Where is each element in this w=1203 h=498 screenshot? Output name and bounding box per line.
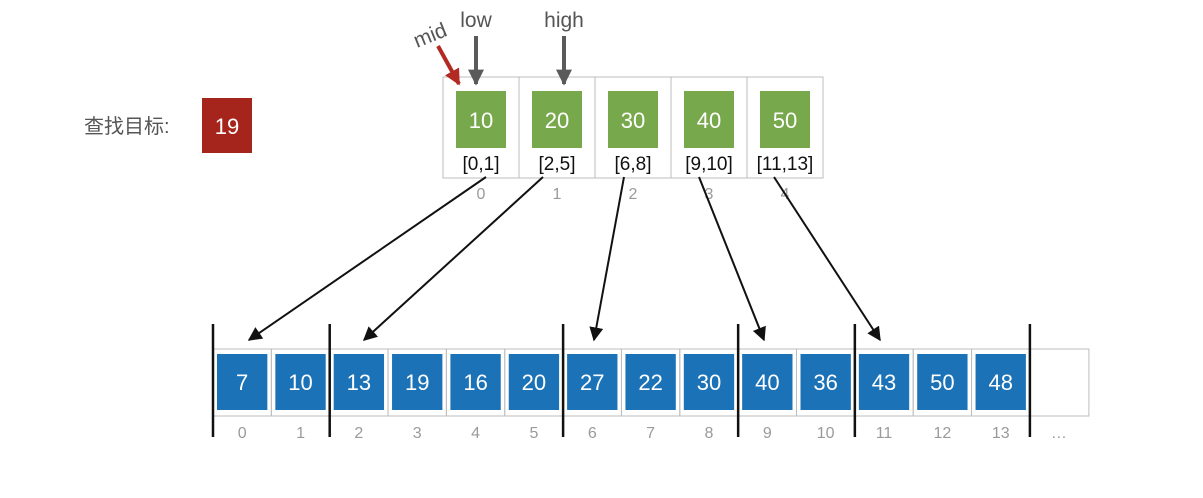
index-position: 2 <box>629 186 638 203</box>
array-index: 9 <box>763 425 772 442</box>
array-index: 10 <box>817 425 835 442</box>
index-value: 40 <box>697 108 721 133</box>
array-value: 19 <box>405 370 429 395</box>
array-value-box <box>275 354 326 410</box>
index-range: [11,13] <box>757 154 814 175</box>
index-value: 50 <box>773 108 797 133</box>
array-value-box <box>917 354 968 410</box>
array-index: 1 <box>296 425 305 442</box>
array-index: 8 <box>705 425 714 442</box>
mid-pointer-label: mid <box>410 19 450 53</box>
index-position: 1 <box>553 186 562 203</box>
index-position: 0 <box>477 186 486 203</box>
array-value-box <box>683 354 735 410</box>
index-value-box <box>456 91 506 148</box>
index-table: 10 [0,1] 0 20 [2,5] 1 30 [6,8] 2 40 [9,10] 3 50 [11,1… <box>442 76 824 203</box>
block-arrows <box>247 176 881 342</box>
index-value: 10 <box>469 108 493 133</box>
array-value: 30 <box>697 370 721 395</box>
array-value: 16 <box>463 370 487 395</box>
array-value: 20 <box>522 370 546 395</box>
array-value-box <box>333 354 385 410</box>
target-value: 19 <box>215 114 239 139</box>
array-value-box <box>508 354 560 410</box>
block-arrow-4 <box>773 176 881 342</box>
array-value: 48 <box>988 370 1012 395</box>
array-value: 13 <box>347 370 371 395</box>
array-index: 5 <box>529 425 538 442</box>
block-arrow-2 <box>589 176 625 342</box>
array-empty-cell <box>1029 348 1090 417</box>
index-range: [2,5] <box>539 154 576 175</box>
block-arrow-1 <box>362 176 544 341</box>
index-range: [9,10] <box>685 154 733 175</box>
target-label: 查找目标: <box>84 115 170 138</box>
index-value-box <box>684 91 734 148</box>
array-value-box <box>742 354 793 410</box>
array-index: 4 <box>471 425 480 442</box>
array-index: 3 <box>413 425 422 442</box>
index-value-box <box>532 91 582 148</box>
array-value-box <box>800 354 851 410</box>
mid-pointer-arrow <box>436 45 461 86</box>
index-value-box <box>608 91 658 148</box>
array-value: 7 <box>236 370 248 395</box>
array-value-box <box>567 354 618 410</box>
array-index: 12 <box>933 425 951 442</box>
array-ellipsis: … <box>1051 425 1067 442</box>
array-index: 7 <box>646 425 655 442</box>
array-value: 40 <box>755 370 779 395</box>
block-arrow-3 <box>698 176 766 342</box>
index-range: [6,8] <box>615 154 652 175</box>
array-value: 36 <box>813 370 837 395</box>
block-arrow-0 <box>247 176 487 341</box>
array-value-box <box>975 354 1026 410</box>
array-value-box <box>450 354 501 410</box>
index-value: 30 <box>621 108 645 133</box>
data-array: 7 0 10 1 13 2 19 3 16 4 20 5 27 6 22 7 30 8 40 9 36 10 43 11 50 1… <box>211 324 1090 442</box>
array-value-box <box>625 354 676 410</box>
pointers: mid low high <box>410 9 584 86</box>
array-value: 10 <box>288 370 312 395</box>
array-value: 22 <box>638 370 662 395</box>
target-box <box>202 98 252 153</box>
array-index: 0 <box>238 425 247 442</box>
array-value-box <box>858 354 910 410</box>
array-index: 6 <box>588 425 597 442</box>
array-value: 27 <box>580 370 604 395</box>
index-value: 20 <box>545 108 569 133</box>
array-index: 13 <box>992 425 1010 442</box>
index-range: [0,1] <box>463 154 500 175</box>
index-cell <box>746 76 824 179</box>
array-value-box <box>217 354 268 410</box>
high-pointer-label: high <box>544 9 584 32</box>
index-position: 3 <box>705 186 714 203</box>
low-pointer-label: low <box>460 9 492 32</box>
array-value: 43 <box>872 370 896 395</box>
array-value: 50 <box>930 370 954 395</box>
array-index: 2 <box>354 425 363 442</box>
index-value-box <box>760 91 810 148</box>
array-index: 11 <box>876 425 893 442</box>
array-value-box <box>392 354 443 410</box>
